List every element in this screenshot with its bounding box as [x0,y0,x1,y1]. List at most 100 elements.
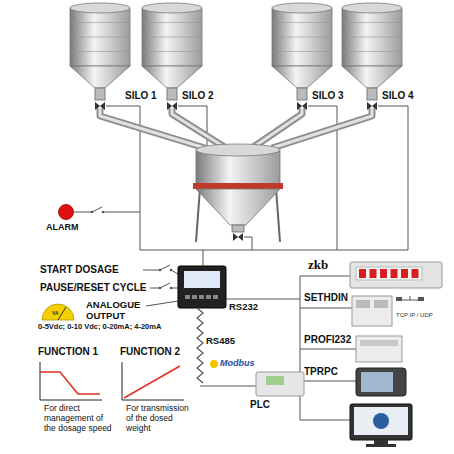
silo-seam [142,37,202,38]
remote-display [350,262,442,288]
node-label: SILO 3 [312,90,345,102]
panel-pc [356,368,406,396]
graph-axes [40,362,102,400]
controller-button [185,295,190,299]
node-label: zkb [308,258,330,273]
silo-outlet [367,88,377,100]
computer-monitor [350,404,412,440]
device-label: SILO 3 [312,90,345,102]
rs232-bus [300,276,301,420]
annotation-label: TCP IP / UDP [396,312,433,319]
signal-wire [171,270,178,274]
signal-wire [300,349,356,350]
silo-outlet [297,88,307,100]
node-label: SILO 4 [382,90,415,102]
signal-wire [300,308,352,309]
hopper-leg [276,188,280,242]
signal-wire [300,381,356,382]
annotation-label: FUNCTION 1 [38,346,98,358]
silo-seam [142,22,202,23]
rs485-wire [200,386,256,387]
network-icon [396,297,402,301]
silo-seam [272,22,332,23]
profibus-module [356,336,402,362]
silo-body [70,8,130,66]
display-digit [391,269,398,278]
device-label: ALARM [46,222,80,232]
node-label: PLC [250,399,271,411]
display-digit [401,269,408,278]
display-digit [412,269,419,278]
controller-button [213,295,218,299]
plc-unit [256,372,304,396]
switch-contact [159,269,162,272]
rs232-wire [226,299,300,300]
signal-wire [146,301,178,306]
silo-outlet [95,88,105,100]
switch-contact [91,211,94,214]
hopper-leg [196,188,200,242]
feed-pipe-highlight [272,108,372,148]
silo-seam [272,37,332,38]
silo-cone [142,66,202,88]
annotation-label: START DOSAGE [40,264,119,276]
display-digit [359,269,366,278]
silo-cone [342,66,402,88]
signal-wire [143,270,160,271]
signal-wire [203,250,204,266]
node-label: SILO 1 [125,90,158,102]
hopper-outlet [232,225,244,232]
controller-button [192,295,197,299]
graph-curve [40,372,100,394]
signal-wire [103,212,140,213]
controller-button [206,295,211,299]
graph-curve [124,366,180,398]
annotation-label: PAUSE/RESET CYCLE [40,282,147,294]
plc-screen [266,376,284,385]
silo-body [272,8,332,66]
software-logo [373,413,389,429]
device-label: SETHDIN [304,292,349,304]
device-label: SILO 2 [182,90,215,102]
load-cell-band [193,183,283,189]
panel-screen [361,372,393,392]
alarm-lamp [59,205,74,220]
display-window [356,267,422,280]
silo-seam [342,37,402,38]
node-label: TPRPC [304,366,339,378]
device-label: SILO 1 [125,90,158,102]
analogue-gauge [42,304,74,320]
monitor-stand [374,440,388,444]
silo-seam [142,51,202,52]
silo-seam [70,51,130,52]
device-label: PLC [250,399,271,411]
silo-top [272,3,332,13]
silo-body [142,8,202,66]
valve-symbol [167,102,177,110]
valve-symbol [95,102,105,110]
device-label: PROFI232 [304,334,353,346]
din-terminal [374,300,388,308]
feed-pipe [272,108,372,148]
display-digit [380,269,387,278]
weighing-controller [178,266,226,308]
monitor-base [366,444,396,447]
device-label: zkb [308,258,330,273]
silo-seam [272,51,332,52]
feed-pipe [172,108,226,148]
network-icon [410,296,411,300]
silo-outlet [167,88,177,100]
signal-wire [150,288,160,289]
silo-seam [70,22,130,23]
switch-contact [102,211,105,214]
hopper-top [196,144,280,156]
annotation-label: 0-5Vdc; 0-10 Vdc; 0-20mA; 4-20mA [38,323,161,332]
annotation-label: FUNCTION 2 [120,346,180,358]
signal-wire [171,288,178,289]
silo-cone [70,66,130,88]
node-label: PROFI232 [304,334,353,346]
signal-wire [74,212,92,213]
gauge-needle [58,307,66,320]
signal-wire [244,237,252,250]
